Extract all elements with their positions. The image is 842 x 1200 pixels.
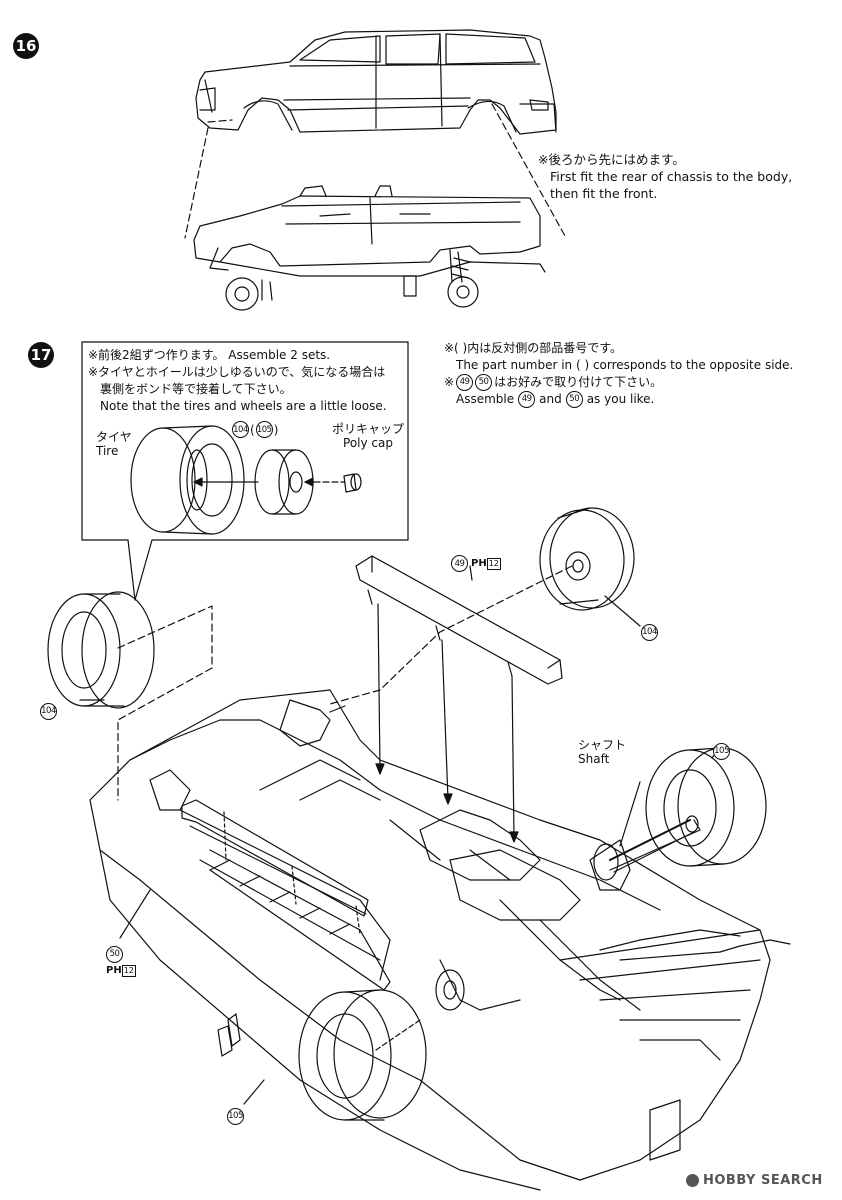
polycap-label-jp: ポリキャップ	[332, 422, 405, 436]
watermark: HOBBY SEARCH	[686, 1173, 823, 1188]
note-right-line-4: Assemble 49 and 50 as you like.	[444, 391, 793, 408]
guide-line-rear	[491, 103, 566, 237]
left-tire-104	[47, 591, 155, 709]
part-number-105: 105	[255, 421, 273, 438]
guide-line-front-top	[207, 119, 233, 123]
paren-close: )	[273, 422, 279, 437]
polycap-label: ポリキャップ Poly cap	[332, 422, 404, 450]
part-50-rail	[181, 799, 391, 991]
part-number-50-inline-en: 50	[565, 391, 583, 408]
note-right-line-2: The part number in ( ) corresponds to th…	[456, 358, 794, 372]
rear-hub-drawing	[593, 843, 619, 881]
part-number-104-right: 104	[641, 623, 658, 641]
note-right-line-1: ※( )内は反対側の部品番号です。	[444, 341, 623, 355]
polycap-label-en: Poly cap	[343, 436, 393, 450]
shaft-drawing	[609, 819, 691, 861]
right-tire-104	[539, 507, 635, 611]
part-number-105-bottom: 105	[227, 1107, 244, 1125]
part-104-right-callout: 104	[641, 619, 658, 641]
note-right-line-3: ※ 49 50 はお好みで取り付けて下さい。	[444, 374, 793, 391]
tire-label: タイヤ Tire	[96, 430, 132, 458]
inset-callout-box	[81, 341, 409, 601]
mud-flap-drawing	[227, 1013, 241, 1047]
note-as-you-like-text: as you like.	[586, 392, 655, 406]
step-16-note-en-1: First fit the rear of chassis to the bod…	[550, 169, 793, 184]
inset-line-2: ※タイヤとホイールは少しゆるいので、気になる場合は	[88, 365, 386, 379]
inset-tire-drawing	[130, 425, 245, 535]
inset-wheel-drawing	[254, 449, 314, 515]
part-number-104: 104	[232, 421, 249, 438]
part-number-49-inline: 49	[456, 374, 474, 391]
inset-polycap-drawing	[343, 473, 362, 493]
watermark-logo-icon	[686, 1174, 699, 1187]
part-number-50-inline: 50	[475, 374, 493, 391]
part-number-50: 50	[106, 945, 123, 963]
part-49-bar	[355, 555, 563, 685]
part-104-left-callout: 104	[40, 698, 57, 720]
inset-line-4: Note that the tires and wheels are a lit…	[100, 399, 387, 413]
step-16-note-en-2: then fit the front.	[550, 186, 658, 201]
front-tire-105-bottom	[298, 989, 427, 1121]
step-16-badge: 16	[13, 33, 39, 59]
watermark-text: HOBBY SEARCH	[703, 1173, 823, 1188]
part-105-top-callout: 105	[713, 738, 730, 760]
step-17-badge: 17	[28, 342, 54, 368]
guide-line-front	[184, 127, 209, 239]
inset-line-1: ※前後2組ずつ作ります。 Assemble 2 sets.	[88, 348, 331, 362]
leader-50	[119, 889, 151, 939]
wheel-part-label: 104 ( 105 )	[232, 421, 278, 438]
paren-open: (	[250, 422, 255, 437]
step-16-note-jp: ※後ろから先にはめます。	[538, 152, 685, 167]
shaft-label-en: Shaft	[578, 752, 610, 766]
chassis-drawing	[193, 185, 546, 311]
step-16-note: ※後ろから先にはめます。 First fit the rear of chass…	[538, 151, 792, 202]
part-number-105-top: 105	[713, 742, 730, 760]
arrow-49-left	[377, 603, 381, 771]
inset-line-3: 裏側をボンド等で接着して下さい。	[100, 382, 292, 396]
note-right-line-3-text: はお好みで取り付けて下さい。	[494, 375, 663, 389]
note-and-text: and	[539, 392, 562, 406]
tire-label-jp: タイヤ	[96, 430, 132, 444]
inset-instructions: ※前後2組ずつ作ります。 Assemble 2 sets. ※タイヤとホイールは…	[88, 347, 387, 415]
shaft-leader-line	[619, 781, 641, 847]
suv-body-drawing	[195, 29, 557, 135]
part-105-bottom-callout: 105	[227, 1103, 244, 1125]
rear-tire-105-right	[645, 747, 767, 867]
shaft-label: シャフト Shaft	[578, 738, 626, 766]
underside-chassis-drawing	[89, 689, 791, 1191]
tire-label-en: Tire	[96, 444, 119, 458]
step-17-note: ※( )内は反対側の部品番号です。 The part number in ( )…	[444, 340, 793, 408]
part-number-104-left: 104	[40, 702, 57, 720]
part-number-49-inline-en: 49	[518, 391, 536, 408]
note-mark: ※	[444, 375, 455, 389]
part-number-49: 49	[451, 555, 468, 572]
note-assemble-text: Assemble	[456, 392, 515, 406]
shaft-label-jp: シャフト	[578, 738, 627, 752]
